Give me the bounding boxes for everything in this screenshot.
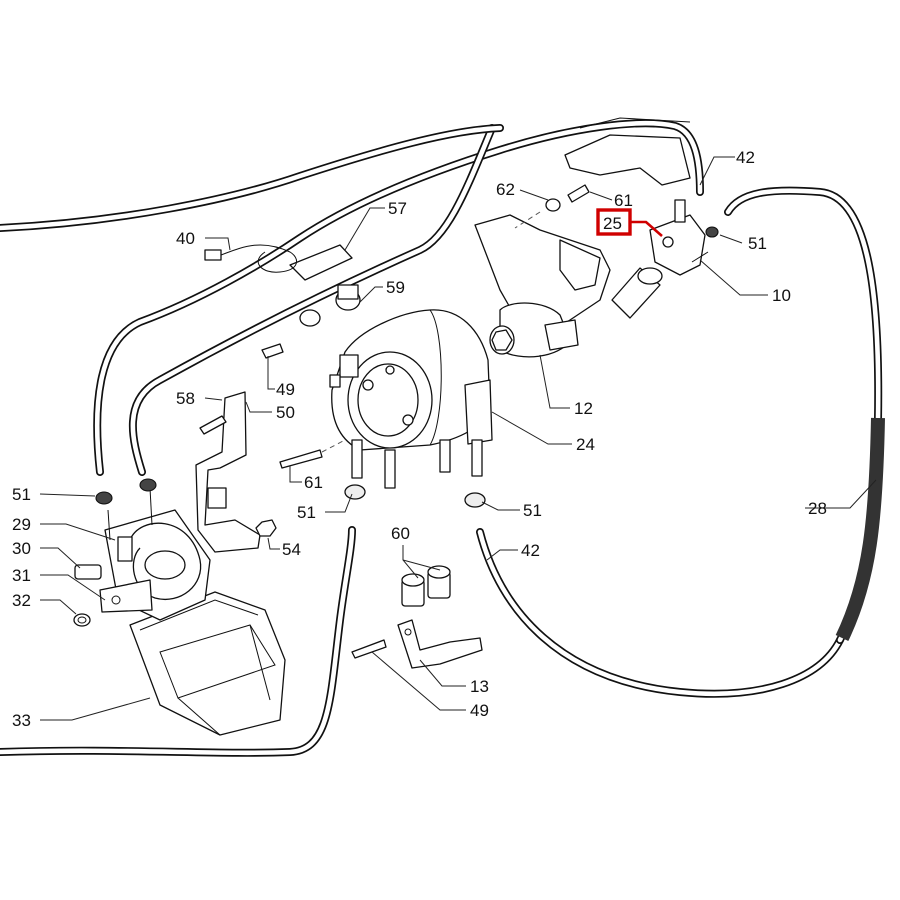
gasket-51-valve xyxy=(705,226,719,238)
part-12-pump xyxy=(474,214,611,358)
callout-51-boiler-right: 51 xyxy=(523,501,542,520)
callout-61-upper: 61 xyxy=(614,191,633,210)
callout-54: 54 xyxy=(282,540,301,559)
quick-fitting xyxy=(611,267,663,319)
callout-25-leader xyxy=(630,220,663,237)
callout-42-lower: 42 xyxy=(521,541,540,560)
screw-10 xyxy=(691,251,709,263)
callout-12: 12 xyxy=(574,399,593,418)
screw-49-upper xyxy=(261,343,284,359)
leader-lines xyxy=(39,156,877,721)
screw-49-lower xyxy=(351,639,387,659)
part-29-heater-bracket xyxy=(73,478,211,627)
callout-33: 33 xyxy=(12,711,31,730)
callout-51-left: 51 xyxy=(12,485,31,504)
part-40-cable xyxy=(204,244,298,273)
callout-28: 28 xyxy=(808,499,827,518)
callout-labels: 42 62 61 25 51 10 57 40 59 49 58 50 12 2… xyxy=(12,148,827,730)
callout-32: 32 xyxy=(12,591,31,610)
callout-50: 50 xyxy=(276,403,295,422)
callout-49-lower: 49 xyxy=(470,701,489,720)
gasket-51-left-a xyxy=(95,491,113,505)
bushing-62 xyxy=(545,198,561,212)
washer-32 xyxy=(73,613,91,627)
callout-30: 30 xyxy=(12,539,31,558)
callout-29: 29 xyxy=(12,515,31,534)
part-24-boiler xyxy=(329,309,493,508)
part-50-bracket xyxy=(195,391,277,553)
gasket-51-boiler-right xyxy=(464,492,486,508)
callout-31: 31 xyxy=(12,566,31,585)
hose-28-sleeve xyxy=(835,417,885,642)
callout-42-upper: 42 xyxy=(736,148,755,167)
callout-49-upper: 49 xyxy=(276,380,295,399)
sensor-30 xyxy=(74,564,102,580)
callout-40: 40 xyxy=(176,229,195,248)
callout-51-boiler-left: 51 xyxy=(297,503,316,522)
callout-25: 25 xyxy=(603,214,622,233)
part-57-clip xyxy=(289,244,353,327)
callout-62: 62 xyxy=(496,180,515,199)
machine-body-top xyxy=(564,117,691,186)
hose-28 xyxy=(724,186,883,644)
screw-61-lower xyxy=(279,449,323,469)
callout-51-valve: 51 xyxy=(748,234,767,253)
callout-58: 58 xyxy=(176,389,195,408)
part-13-bracket xyxy=(397,619,483,669)
callout-60: 60 xyxy=(391,524,410,543)
callout-61-lower: 61 xyxy=(304,473,323,492)
callout-24: 24 xyxy=(576,435,595,454)
callout-13: 13 xyxy=(470,677,489,696)
hoses xyxy=(0,119,885,757)
part-33-tray xyxy=(129,591,286,736)
part-59-fitting xyxy=(335,284,361,311)
gasket-51-boiler-left xyxy=(344,484,366,500)
callout-57: 57 xyxy=(388,199,407,218)
gasket-51-left-b xyxy=(139,478,157,492)
callout-10: 10 xyxy=(772,286,791,305)
part-60-switches xyxy=(401,565,451,607)
callout-59: 59 xyxy=(386,278,405,297)
part-25-valve xyxy=(649,199,719,276)
nut-54 xyxy=(255,519,277,537)
screw-61-upper xyxy=(567,184,590,203)
